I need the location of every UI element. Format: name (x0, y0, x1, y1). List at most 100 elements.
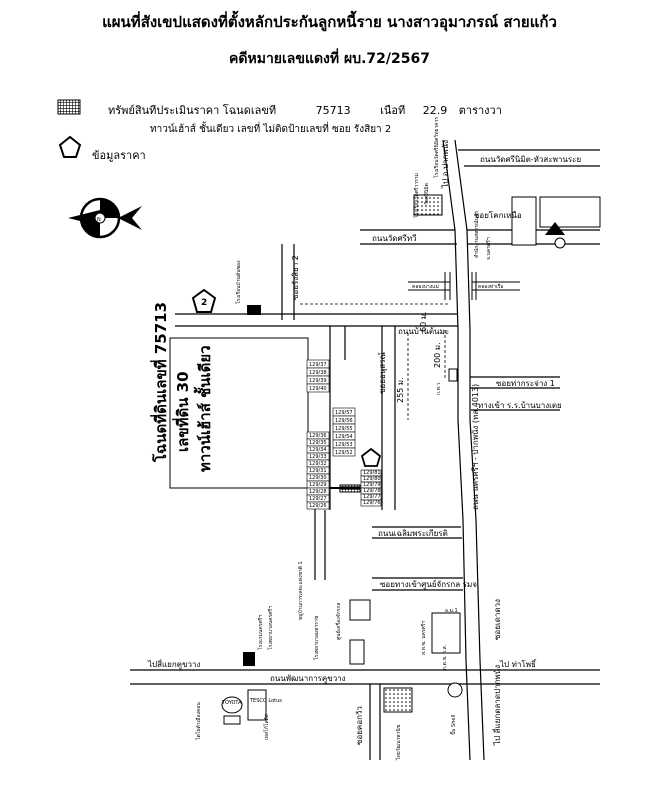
mid-unit-label: 129/54 (335, 434, 353, 440)
soi-kho-wat-label: ซอยคอกวัว (355, 706, 364, 745)
price-ref-marker (360, 447, 382, 467)
soi-sunk-label: ซอยทางเข้าศูนย์จักรกล รมจ (380, 579, 477, 590)
soi-rangsiya2-label: ซอยรังสิยา 2 (291, 255, 300, 300)
legend-area-value: 22.9 (422, 104, 448, 117)
block-top-unit-label: 129/37 (309, 362, 327, 368)
svg-text:N: N (97, 217, 101, 223)
ban-sui-label: โรงเรียนบ้านต้นซอง (235, 260, 242, 304)
north-arrow-icon: N (68, 197, 142, 239)
map-title: แผนที่สังเขปแสดงที่ตั้งหลักประกันลูกหนี้… (102, 13, 557, 31)
left-unit-label: 129/36 (309, 433, 327, 439)
temple-building (413, 194, 443, 216)
nakhon-sri-label: จ.นครศรีฯ (485, 237, 492, 260)
left-unit-label: 129/33 (309, 454, 327, 460)
subject-plot (169, 337, 309, 489)
m1-label: อ.ม.1 (445, 608, 458, 614)
mid-unit-label: 129/52 (335, 450, 353, 456)
right-unit-label: 129/80 (363, 476, 381, 482)
left-unit-label: 129/35 (309, 440, 327, 446)
thanon-ban-ton-label: ถนนบ้านต้นมะ (398, 327, 449, 336)
gas-label: ปั๊ม Shell (449, 715, 457, 735)
mid-unit-label: 129/53 (335, 442, 353, 448)
distance-255: 255 ม. (396, 377, 405, 403)
townhouse-units: 129/37129/38129/39129/40129/36129/35129/… (306, 199, 536, 510)
mp-marker (448, 368, 458, 382)
phatthana-label: ถนนพัฒนาการคูขวาง (270, 674, 346, 684)
canal-a (408, 281, 450, 291)
village-label: หมู่บ้านการเคหะแห่งชาติ 1 (297, 561, 304, 620)
left-unit-label: 129/27 (309, 496, 327, 502)
road-soi-kho-wat (369, 684, 381, 760)
soi-dao-label: ซอยเดาดวง (493, 599, 502, 640)
price-ref-legend-icon (58, 135, 82, 158)
left-unit-label: 129/26 (309, 503, 327, 509)
price-ref-2-label: 2 (201, 298, 207, 308)
nakhon-pak-label: ถนน นครศรีฯ - ปากพนัง (ทล.4013) (471, 384, 480, 510)
block-top-unit (306, 383, 330, 393)
case-number: คดีหมายเลขแดงที่ ผบ.72/2567 (229, 51, 430, 67)
tang-khao-label: ทางเข้า ร.ร.บ้านบางเตย (478, 401, 562, 410)
bridge-b-label: คลองท่าเรือ (478, 283, 503, 290)
road-wat-nikom (458, 149, 600, 167)
shop-label: ศูนย์เครื่องจักรกล (335, 603, 342, 640)
left-unit-label: 129/32 (309, 461, 327, 467)
road-wat-nikom-label: ถนนวัดศรีนิมิต-หัวสะพานระย (480, 155, 581, 164)
rangsit-school-label: โรงเรียนวัดศรีวาราม (413, 173, 420, 218)
right-unit-label: 129/77 (363, 494, 381, 500)
plot-land-no-text: เลขที่ดิน 30 (172, 371, 192, 452)
mid-unit-label: 129/57 (335, 410, 353, 416)
mp-label: ก.พ.ว (436, 382, 442, 395)
distance-200: 200 ม. (433, 342, 442, 368)
big-c-building (383, 687, 413, 713)
block-top-unit-label: 129/38 (309, 370, 327, 376)
nutrition-label: โรงพยาบาลมหาราช (313, 615, 320, 660)
left-unit-label: 129/31 (309, 468, 327, 474)
temple-top-label: วัดศรีนิมิต (423, 183, 430, 205)
legend-detail: ทาวน์เฮ้าส์ ชั้นเดียว เลขที่ ไม่ติดป้ายเ… (150, 124, 392, 135)
left-unit-label: 129/28 (309, 489, 327, 495)
lotus-label: เทสโก้โลตัส (263, 714, 270, 740)
left-unit-label: 129/29 (309, 482, 327, 488)
hospital-label: สำนักงานสหกรณ์นคร (473, 211, 480, 258)
bridge-a-label: คลองบางแม่ (412, 284, 439, 290)
road-wat-sri-thawat-label: ถนนวัดศรีทวี (372, 234, 417, 243)
legend-asset-label: ทรัพย์สินทีประเมินราคา โฉนดเลขที (108, 104, 277, 117)
school-bottom-building (431, 612, 461, 654)
mid-unit (332, 447, 356, 457)
chaloem-label: ถนนเฉลิมพระเกียรติ (378, 529, 448, 538)
legend-area-label: เนือที (380, 104, 406, 117)
road-phatthana (130, 669, 600, 685)
distance-60: 60 ม. (419, 311, 428, 332)
right-unit-label: 129/76 (363, 500, 381, 506)
legend-price-ref: ข้อมูลราคา (92, 149, 146, 162)
school-bot-label: โรงแรมนครศรีฯ (257, 615, 264, 650)
price-ref-2-icon (191, 288, 217, 313)
road-inner-soi (329, 326, 396, 510)
left-unit (306, 501, 330, 510)
road-pak-top-label: ไป อ.ปากพนัง (441, 140, 450, 189)
soi-nakhon-label: ซอยอนุสรณ์ (377, 352, 387, 394)
asset-legend-swatch (57, 99, 81, 115)
legend-asset-row: ทรัพย์สินทีประเมินราคา โฉนดเลขที 75713 เ… (108, 101, 502, 119)
plot-deed-text: โฉนดที่ดินเลขที่ 75713 (150, 302, 170, 463)
shop-building (349, 599, 371, 621)
toyota-label: โตโยต้าเมืองคอน (195, 702, 202, 740)
legend-area-unit: ตารางวา (458, 104, 502, 117)
to-khu-khwang-label: ไปสี่แยกคูขวาง (147, 658, 200, 670)
right-unit-label: 129/78 (363, 488, 381, 494)
mid-unit-label: 129/56 (335, 418, 353, 424)
village-marker (243, 652, 255, 666)
tesco-label: TESCO Lotus (249, 698, 282, 704)
toyota-logo (221, 696, 243, 714)
soi-ta-kra-ha-label: ซอยท่ากระจ่าง 1 (496, 379, 555, 388)
school-top-label: โรงเรียนวัดศรีนิมิตวิทยาคาร (433, 117, 440, 178)
school-bottom-label: ส.ท.ซ. นครศรีฯ (420, 621, 427, 655)
big-c-label: ไทยวัฒนาพานิช (395, 724, 402, 761)
soi-kho-nuea-label: ซอยโคกเหนือ (474, 210, 522, 220)
block-top-unit-label: 129/39 (309, 378, 327, 384)
to-pak-bottom-label: ไป สี่แยกตลาดปากพนัง (491, 665, 502, 746)
to-tha-pho-label: ไป ท่าโพธิ์ (499, 658, 537, 669)
bank-label: ก.ต.ช. ก.ส. (442, 644, 448, 670)
right-unit-label: 129/81 (363, 470, 381, 476)
